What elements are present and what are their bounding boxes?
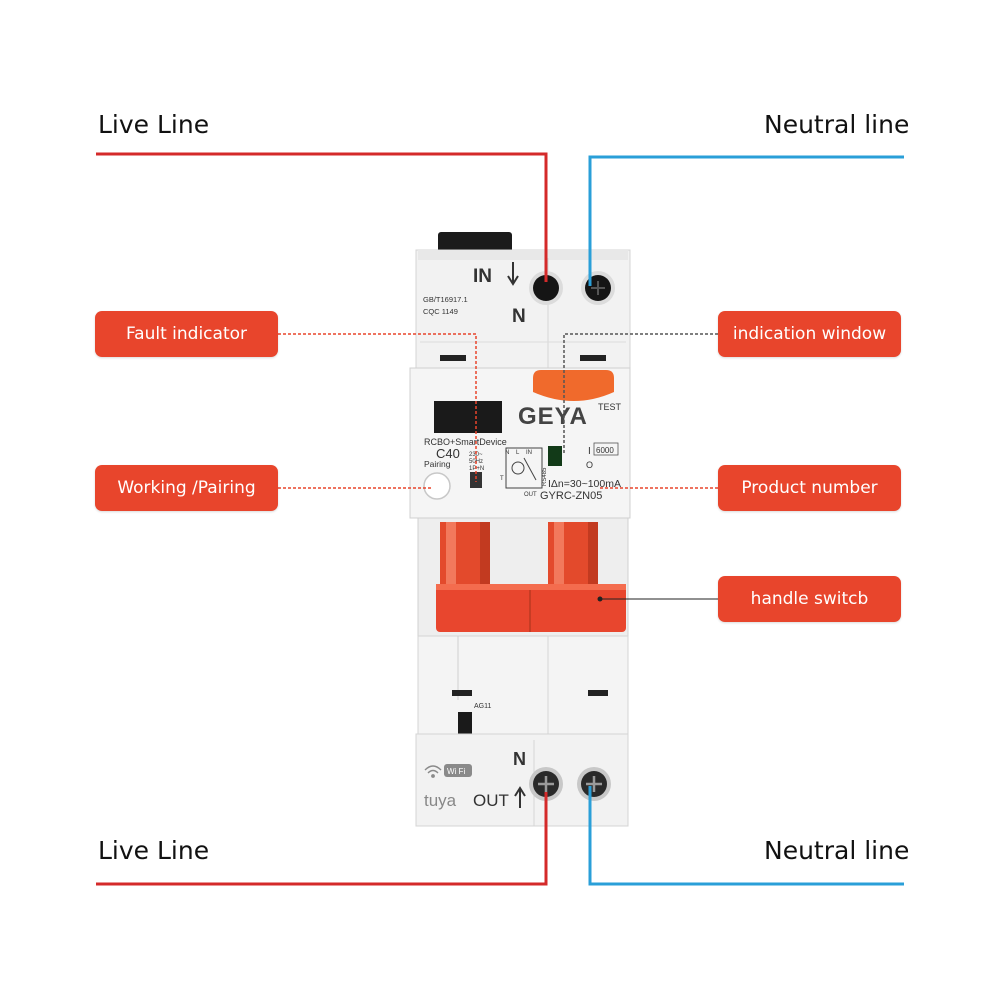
bottom-neutral-terminal-screw [577,767,611,801]
callout-indication-window: indication window [718,311,901,357]
pairing-button [423,472,451,500]
indication-window [548,446,562,466]
live-wire-bottom [96,792,548,886]
bottom-out-label: OUT [473,791,509,810]
bottom-live-terminal-screw [529,767,563,801]
callout-product-number: Product number [718,465,901,511]
ag-label: AG11 [474,703,491,710]
tuya-logo: tuya [424,791,457,810]
wifi-icon [424,765,442,778]
bottom-n-label: N [513,749,526,769]
out-arrow-icon [514,786,526,808]
header-live-line-bottom: Live Line [98,836,210,865]
model-number: GYRC-ZN05 [540,490,602,502]
wifi-text: Wi Fi [447,767,465,776]
header-live-line-top: Live Line [98,110,210,139]
leader-indication-window [563,333,718,454]
callout-fault-indicator: Fault indicator [95,311,278,357]
fault-indicator-window [434,401,502,433]
pairing-label: Pairing [424,459,451,469]
type-label: RCBO+SmartDevice [424,437,507,447]
rs485-label: RS485 [542,467,548,486]
top-in-label: IN [473,266,492,287]
brand-logo: GEYA [518,403,588,430]
cert-line-2: CQC 1149 [423,307,458,316]
header-neutral-line-bottom: Neutral line [764,836,910,865]
switch-on-symbol: I [588,446,591,457]
live-wire-top [96,152,548,282]
test-label: TEST [598,402,622,412]
test-button [533,370,614,401]
spec-230: 230~ [469,452,483,458]
top-neutral-terminal-screw [581,271,615,305]
header-neutral-line-top: Neutral line [764,110,910,139]
top-n-label: N [512,306,526,327]
leader-fault-indicator [278,333,477,482]
residual-current: IΔn=30~100mA [548,478,621,490]
diagram-t: T [500,476,504,482]
cert-line-1: GB/T16917.1 [423,295,468,304]
breaking-capacity: 6000 [596,446,614,455]
diagram-in: IN [526,450,532,456]
rating-label: C40 [436,446,460,461]
neutral-wire-top [588,155,904,286]
lower-body [417,635,629,737]
switch-off-symbol: O [586,460,593,470]
top-live-terminal-screw [529,271,563,305]
neutral-wire-bottom [588,786,904,886]
din-clip-top [438,232,512,254]
in-arrow-icon [507,262,519,286]
diagram-l: L [516,450,520,456]
callout-handle-switch: handle switcb [718,576,901,622]
diagram-out: OUT [524,492,537,498]
diagram-n: N [505,450,509,456]
callout-working-pairing: Working /Pairing [95,465,278,511]
